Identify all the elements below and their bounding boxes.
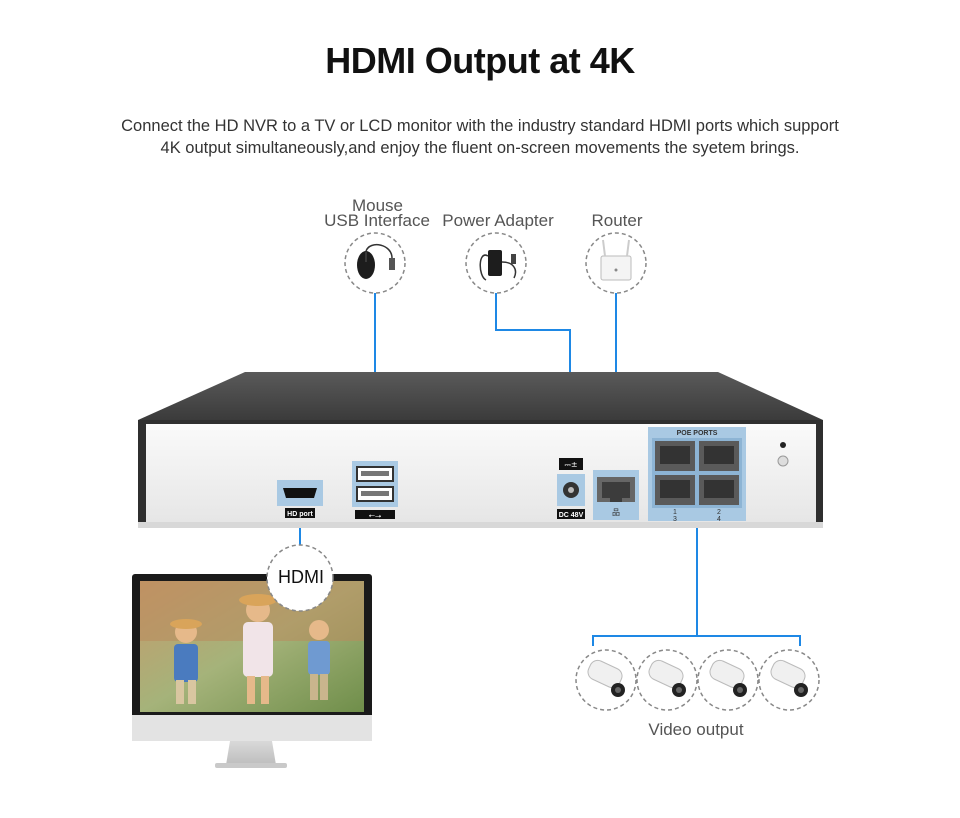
camera-icon-1 bbox=[575, 649, 637, 711]
page-title: HDMI Output at 4K bbox=[325, 40, 635, 81]
description-line-1: Connect the HD NVR to a TV or LCD monito… bbox=[121, 117, 839, 135]
router-icon bbox=[585, 232, 647, 294]
poe-ports-label: POE PORTS bbox=[677, 430, 718, 437]
poe-number-2: 2 bbox=[717, 509, 721, 516]
mouse-label: Mouse bbox=[351, 196, 404, 215]
dc-symbol-icon: ⎓± bbox=[564, 460, 577, 469]
usb-icon: ⭠⭢ bbox=[369, 511, 382, 520]
ground-screw bbox=[777, 442, 789, 467]
camera-icon-3 bbox=[697, 649, 759, 711]
camera-icon-2 bbox=[636, 649, 698, 711]
description: Connect the HD NVR to a TV or LCD monito… bbox=[100, 115, 860, 159]
poe-ports: POE PORTS 1 2 3 4 bbox=[648, 427, 746, 523]
dc-voltage-label: DC 48V bbox=[559, 512, 584, 519]
description-line-2: 4K output simultaneously,and enjoy the f… bbox=[160, 139, 800, 157]
mouse-icon bbox=[344, 232, 406, 294]
hd-port-label: HD port bbox=[287, 511, 313, 518]
lan-port: 品 bbox=[593, 470, 639, 520]
usb-interface-label: USB Interface bbox=[324, 211, 430, 230]
router-label: Router bbox=[591, 211, 643, 230]
camera-bracket-line bbox=[592, 635, 801, 646]
poe-number-1: 1 bbox=[673, 509, 677, 516]
hdmi-badge bbox=[266, 544, 334, 612]
hdmi-label: HDMI bbox=[278, 567, 324, 587]
tv-monitor bbox=[132, 574, 372, 768]
power-adapter-icon bbox=[465, 232, 527, 294]
cameras bbox=[575, 649, 820, 711]
video-output-label: Video output bbox=[648, 720, 744, 739]
nvr-device: HD port ⭠⭢ ⎓± DC 48V 品 bbox=[138, 372, 823, 528]
power-adapter-label: Power Adapter bbox=[442, 211, 554, 230]
camera-icon-4 bbox=[758, 649, 820, 711]
poe-number-3: 3 bbox=[673, 516, 677, 523]
children-photo bbox=[170, 594, 330, 704]
hdmi-port: HD port bbox=[277, 480, 323, 518]
network-icon: 品 bbox=[612, 508, 620, 517]
dc-power-port: ⎓± DC 48V bbox=[557, 458, 585, 519]
poe-number-4: 4 bbox=[717, 516, 721, 523]
usb-ports: ⭠⭢ bbox=[352, 461, 398, 520]
